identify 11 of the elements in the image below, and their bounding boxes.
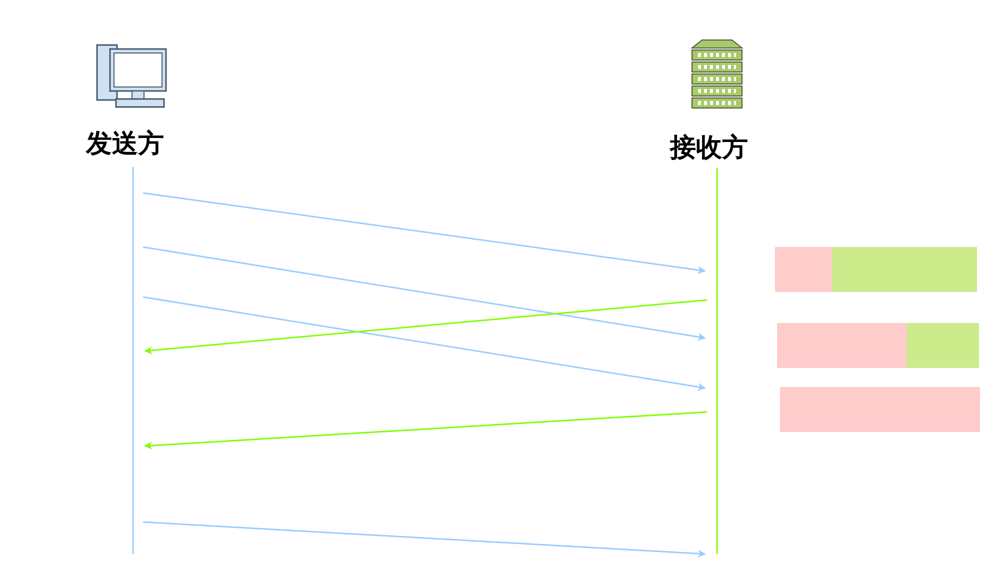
message-arrow [142,296,706,391]
message-arrow [144,299,708,354]
actor-label: 接收方 [670,132,748,164]
actor-label: 发送方 [86,128,164,160]
message-arrow [142,246,706,341]
window-bar [775,247,977,292]
window-bar [777,323,979,368]
message-arrow [142,521,706,558]
message-arrow [144,411,708,450]
window-bar [780,387,980,432]
message-arrow [142,192,706,274]
